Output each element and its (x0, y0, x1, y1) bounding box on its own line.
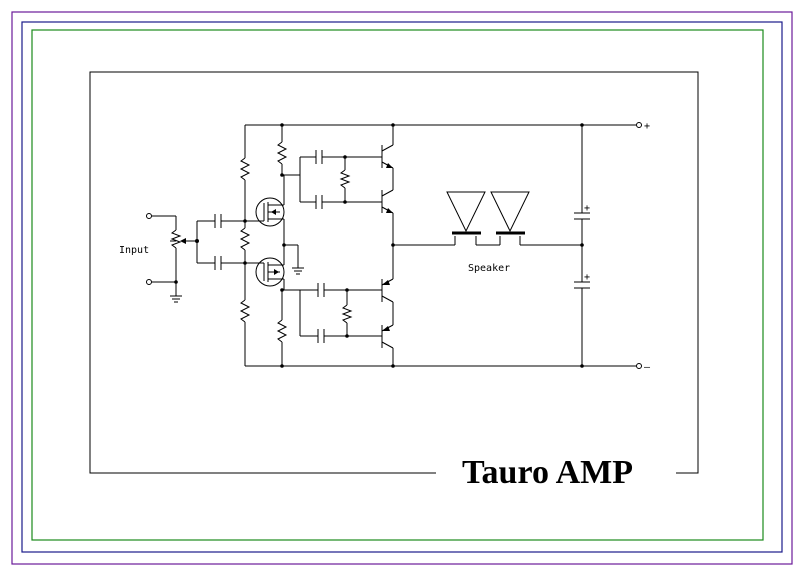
plus-rail-label: + (644, 121, 650, 132)
minus-rail-label: – (644, 362, 651, 373)
resistor-icon (239, 157, 251, 181)
transistor-icon (386, 208, 393, 213)
input-label: Input (119, 245, 149, 256)
capacitor-icon (317, 329, 325, 343)
supply-caps: + + (574, 123, 590, 368)
speaker-icon (446, 191, 486, 235)
transistor-icon (382, 326, 390, 331)
mosfet-pair (255, 175, 304, 290)
ground-icon (292, 267, 304, 275)
output-stage: Speaker (393, 191, 582, 274)
resistor-icon (276, 141, 288, 165)
upper-driver (276, 123, 395, 247)
transistor-icon (382, 280, 390, 285)
cap-plus-label: + (584, 203, 590, 214)
speaker-label: Speaker (468, 263, 510, 274)
lower-driver (276, 245, 395, 368)
resistor-icon (239, 227, 251, 251)
mosfet-icon (255, 175, 285, 245)
terminal-icon[interactable] (636, 363, 642, 369)
speaker-icon (490, 191, 530, 235)
inner-border (31, 29, 764, 541)
resistor-icon (239, 299, 251, 323)
outer-border (11, 11, 793, 565)
cap-plus-label: + (584, 272, 590, 283)
resistor-icon (341, 304, 353, 324)
capacitor-icon (214, 214, 222, 228)
resistor-icon (276, 319, 288, 343)
mosfet-icon (255, 245, 285, 290)
power-rails: + – (245, 121, 651, 373)
terminal-icon[interactable] (146, 279, 152, 285)
terminal-icon[interactable] (146, 213, 152, 219)
ground-icon (170, 295, 182, 303)
left-bias-chain (239, 125, 251, 366)
middle-border (21, 21, 783, 553)
diagram-title: Tauro AMP (462, 454, 633, 491)
capacitor-icon (315, 150, 323, 164)
resistor-icon (170, 229, 182, 249)
capacitor-icon (315, 195, 323, 209)
transistor-icon (386, 163, 393, 168)
capacitor-icon (214, 256, 222, 270)
input-stage: Input (119, 213, 257, 303)
resistor-icon (339, 169, 351, 189)
terminal-icon[interactable] (636, 122, 642, 128)
capacitor-icon (317, 283, 325, 297)
drawing-frame (89, 71, 699, 474)
